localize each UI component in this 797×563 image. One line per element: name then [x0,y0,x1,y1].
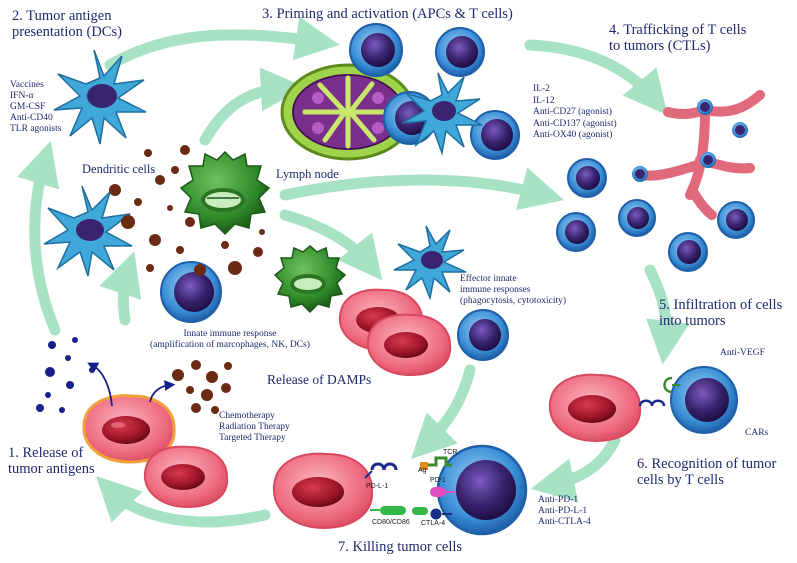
tumor-cell [82,394,176,464]
dendritic-cell [401,72,483,156]
arrow-3-to-4 [524,39,668,116]
dendritic-cell [53,49,147,145]
dendritic-cell [43,185,133,277]
arrow-dc-to-lymph [199,67,305,146]
tcr-receptor [428,456,452,467]
tumor-cell [366,313,452,377]
arrow-lymph-to-tcells [279,167,565,211]
car-receptor [638,399,666,407]
cd80-label: CD80/CD86 [372,519,410,526]
tumor-cells [82,288,642,530]
arrow-nk-to-effector [279,209,383,281]
step-3-title: 3. Priming and activation (APCs & T cell… [262,6,513,22]
t-cell [349,23,403,77]
cd80-ligand [380,506,406,515]
dendritic-cells-label: Dendritic cells [82,162,156,176]
dendritic-cells [43,49,483,301]
arrow-7-to-1 [95,476,271,528]
arrow-6-to-7 [530,434,621,502]
arrow-effector-to-7 [410,364,476,460]
arrow-2-to-3 [104,16,340,71]
tumor-antigen-particles [36,337,95,413]
step-7-title: 7. Killing tumor cells [338,539,463,555]
t-cell [717,201,755,239]
ctla4-receptor [430,508,442,520]
t-cell [160,261,222,323]
arrow-innate-up [99,251,142,326]
pdl1-label: PD-L-1 [366,483,389,490]
tcr-label: TCR [443,449,458,456]
damps-particles [109,145,265,414]
tumor-cell [143,445,229,509]
t-cell [470,110,520,160]
ag-molecule [420,462,428,470]
lymph-node [280,63,416,161]
ctla4-label: CTLA-4 [421,520,446,527]
tumor-cell [272,452,374,530]
t-cell [618,199,656,237]
t-cell [670,366,738,434]
pdl1-receptor [370,462,386,471]
arrow-4-to-5 [644,264,690,365]
cycle-arrows [16,16,690,528]
t-cell [436,444,528,536]
t-cell [556,212,596,252]
tumor-cell [548,373,642,443]
release-damps-label: Release of DAMPs [267,372,372,387]
release-arrows [87,362,176,407]
dendritic-cell [393,225,467,301]
nk-cells [179,150,347,314]
arrow-1-to-2 [16,141,61,336]
t-cells [160,23,755,536]
t-cell [457,309,509,361]
innate-response-label: Innate immune response(amplification of … [150,329,310,350]
nk-cell [179,150,271,236]
pd1-receptor [430,487,446,497]
t-cell [567,158,607,198]
vessel-t-cells [632,99,748,182]
t-cell [668,232,708,272]
pd1-label: PD-1 [430,477,446,484]
ag-label: Ag [418,467,427,474]
lymph-node-label: Lymph node [276,167,339,181]
nk-cell [273,245,347,314]
synapse-molecules [364,376,680,520]
anti-vegf-label: Anti-VEGF [720,348,765,358]
t-cell [435,27,485,77]
cars-label: CARs [745,428,769,438]
